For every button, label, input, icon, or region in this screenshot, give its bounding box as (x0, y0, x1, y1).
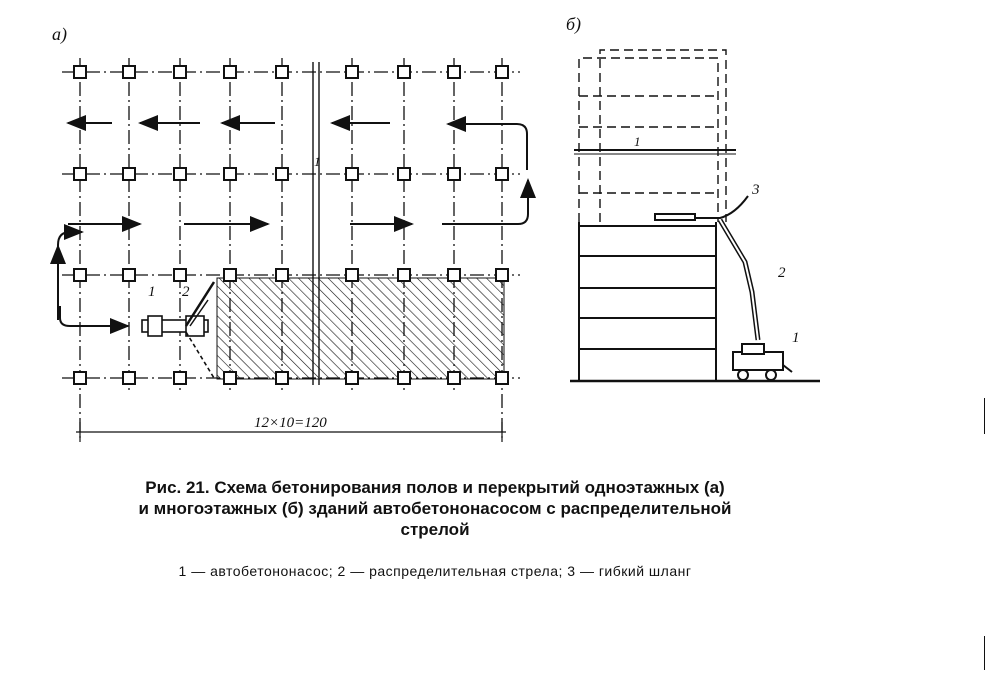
column-square (447, 268, 461, 282)
column-square (223, 167, 237, 181)
column-square (122, 167, 136, 181)
column-square (275, 268, 289, 282)
callout-1-pump: 1 (148, 284, 156, 300)
column-square (447, 371, 461, 385)
expansion-joint (312, 62, 320, 385)
flow-arrows (50, 115, 536, 334)
column-square (73, 268, 87, 282)
column-square (345, 268, 359, 282)
built-floors (570, 222, 820, 383)
callout-1-pump-elev: 1 (792, 330, 800, 346)
column-square (223, 268, 237, 282)
column-square (495, 268, 509, 282)
column-square (275, 65, 289, 79)
column-square (495, 167, 509, 181)
callout-3-hose: 3 (752, 182, 760, 198)
callout-2-boom-elev: 2 (778, 265, 786, 281)
column-square (275, 371, 289, 385)
column-square (397, 371, 411, 385)
caption-line-2: и многоэтажных (б) зданий автобетононасо… (138, 499, 732, 518)
column-square (397, 65, 411, 79)
caption-title: Рис. 21. Схема бетонирования полов и пер… (0, 477, 870, 519)
panel-b-label: б) (566, 14, 582, 34)
column-square (447, 65, 461, 79)
column-square (495, 371, 509, 385)
column-square (275, 167, 289, 181)
caption-line-3: стрелой (400, 520, 470, 539)
caption-line-1: Рис. 21. Схема бетонирования полов и пер… (145, 478, 725, 497)
dimension-label: 12×10=120 (254, 415, 327, 431)
column-square (447, 167, 461, 181)
column-square (345, 65, 359, 79)
column-square (73, 65, 87, 79)
column-square (495, 65, 509, 79)
column-square (345, 167, 359, 181)
column-grid (73, 65, 509, 385)
column-square (122, 268, 136, 282)
pump-truck-elevation (654, 195, 793, 381)
column-square (122, 371, 136, 385)
dimension-line (76, 422, 506, 442)
column-square (397, 268, 411, 282)
column-square (223, 371, 237, 385)
column-square (173, 167, 187, 181)
callout-2-boom: 2 (182, 284, 190, 300)
level-mark: 1 (634, 134, 641, 149)
axis-mark: 1 (314, 154, 321, 169)
column-square (73, 371, 87, 385)
column-square (223, 65, 237, 79)
column-square (173, 65, 187, 79)
future-floors (578, 49, 727, 222)
panel-a-label: а) (52, 24, 67, 44)
caption-legend: 1 — автобетононасос; 2 — распределительн… (178, 563, 692, 579)
column-square (397, 167, 411, 181)
column-square (345, 371, 359, 385)
column-square (122, 65, 136, 79)
concreted-zone (216, 277, 505, 380)
column-square (173, 268, 187, 282)
column-square (173, 371, 187, 385)
pump-truck-plan (141, 281, 216, 379)
column-square (73, 167, 87, 181)
